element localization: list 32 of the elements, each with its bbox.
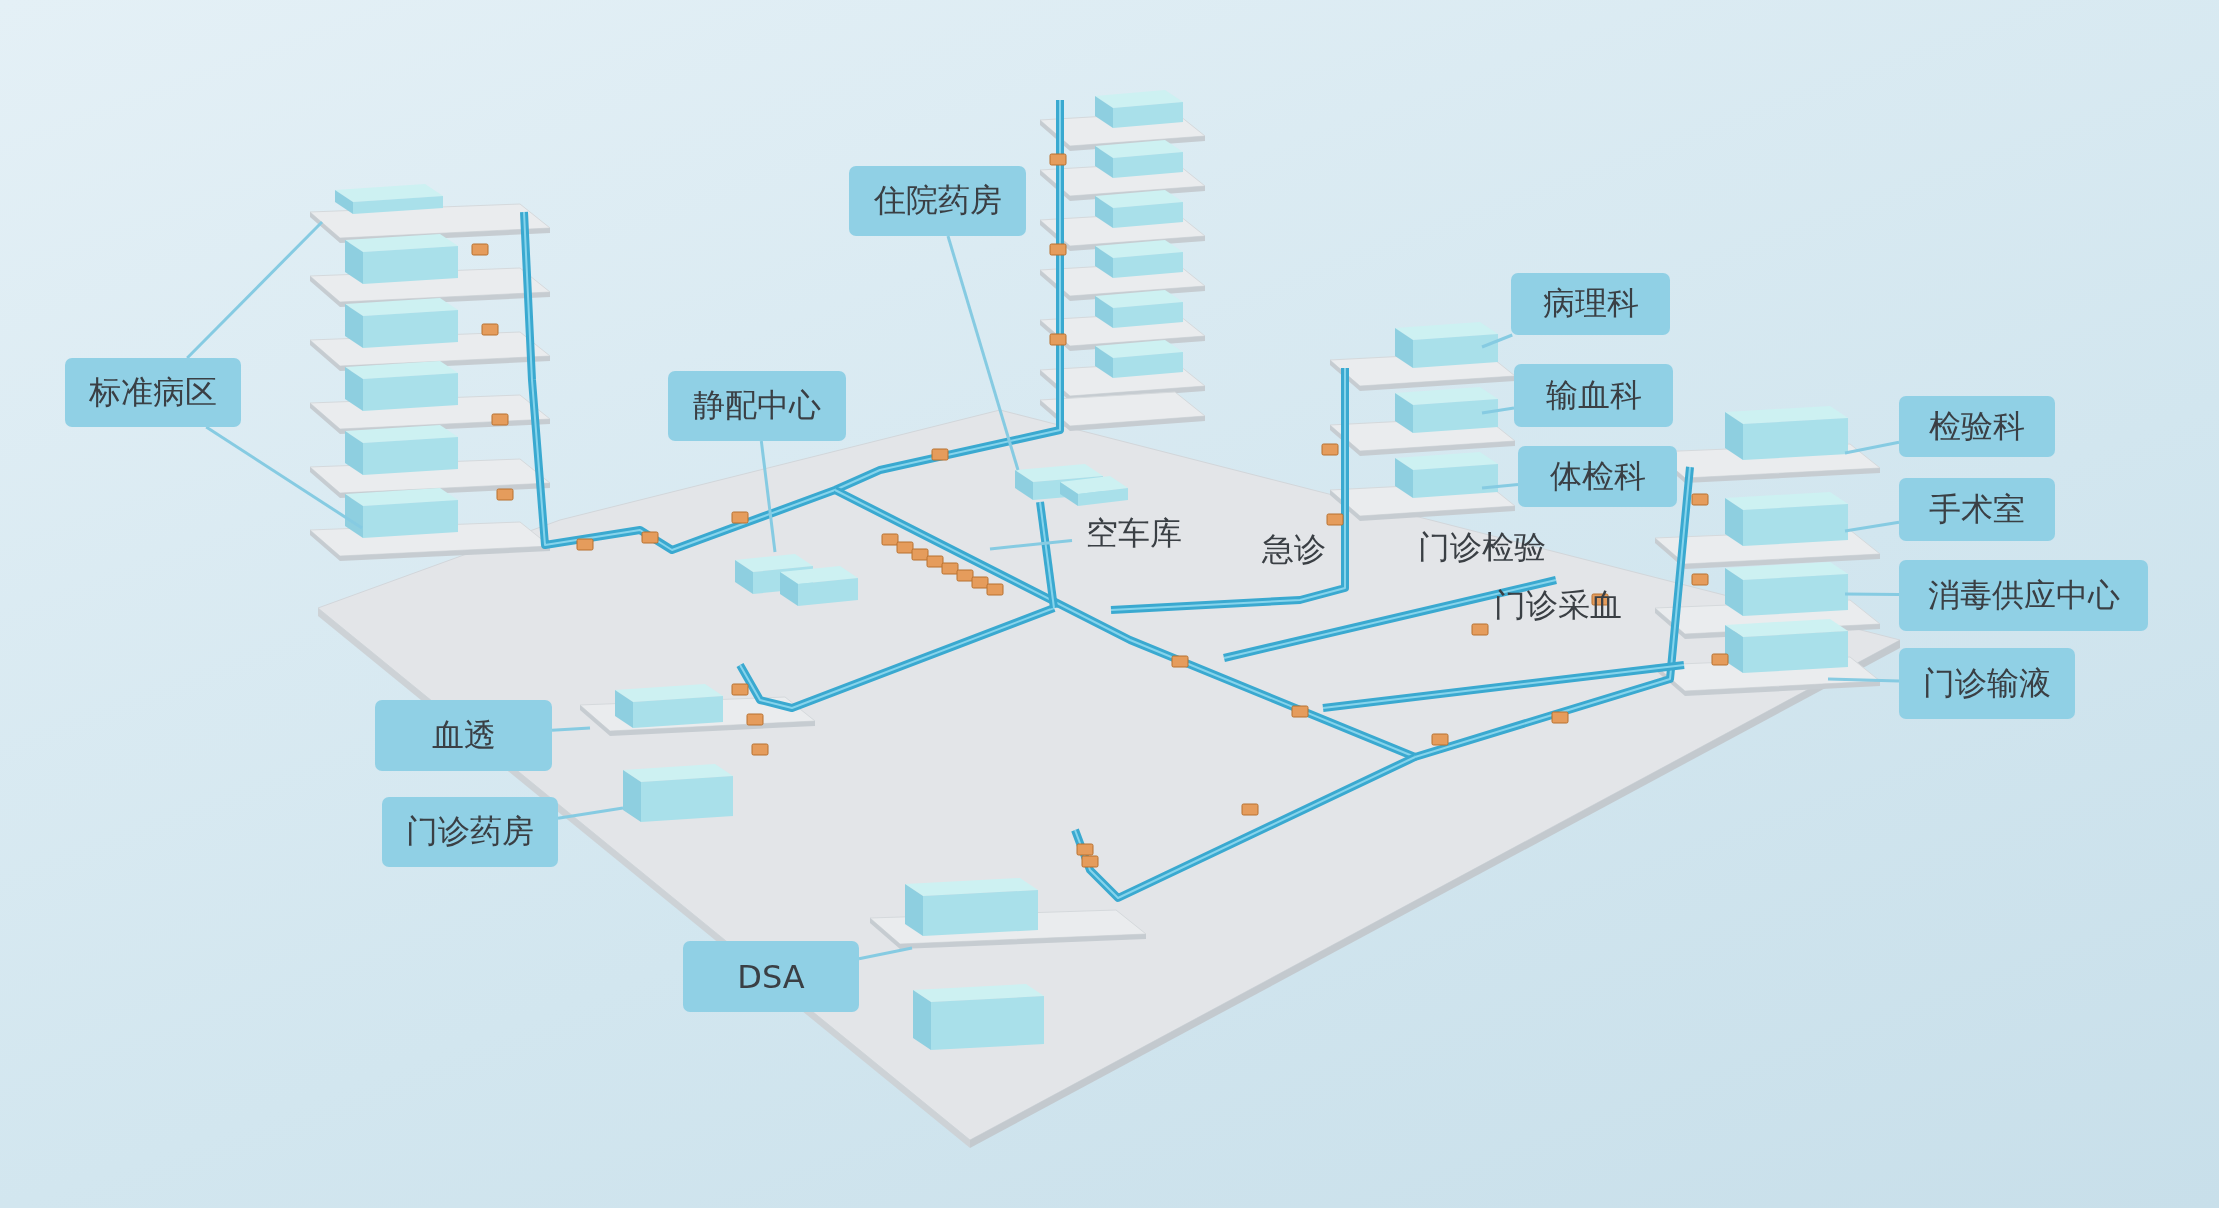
label-tag: DSA [683, 941, 859, 1012]
leader-line [1481, 333, 1513, 349]
area-label: 门诊采血 [1494, 585, 1622, 626]
area-label: 急诊 [1262, 529, 1326, 570]
leader-line [1844, 520, 1900, 533]
leader-line [1844, 440, 1900, 455]
leader-line [1481, 406, 1515, 415]
leader-line [551, 726, 591, 732]
label-tag: 静配中心 [668, 371, 846, 441]
leader-line [1845, 592, 1899, 596]
label-tag: 检验科 [1899, 396, 2055, 457]
area-label: 空车库 [1086, 513, 1182, 554]
leader-line [1827, 677, 1900, 683]
leader-line [186, 220, 324, 360]
label-tag: 病理科 [1511, 273, 1670, 335]
leader-line [946, 235, 1020, 471]
leader-line [557, 806, 624, 820]
label-tag: 血透 [375, 700, 552, 771]
area-label: 门诊检验 [1418, 527, 1546, 568]
label-tag: 门诊输液 [1899, 648, 2075, 719]
label-tag: 门诊药房 [382, 797, 558, 867]
label-tag: 消毒供应中心 [1899, 560, 2148, 631]
label-tag: 输血科 [1514, 364, 1673, 427]
label-tag: 住院药房 [849, 166, 1026, 236]
leader-line [205, 425, 363, 530]
leader-line [1481, 482, 1519, 490]
label-tag: 手术室 [1899, 478, 2055, 541]
leader-line [759, 440, 777, 553]
label-tag: 体检科 [1518, 446, 1677, 507]
label-tag: 标准病区 [65, 358, 241, 427]
leader-line [989, 538, 1073, 551]
leader-line [858, 946, 913, 961]
